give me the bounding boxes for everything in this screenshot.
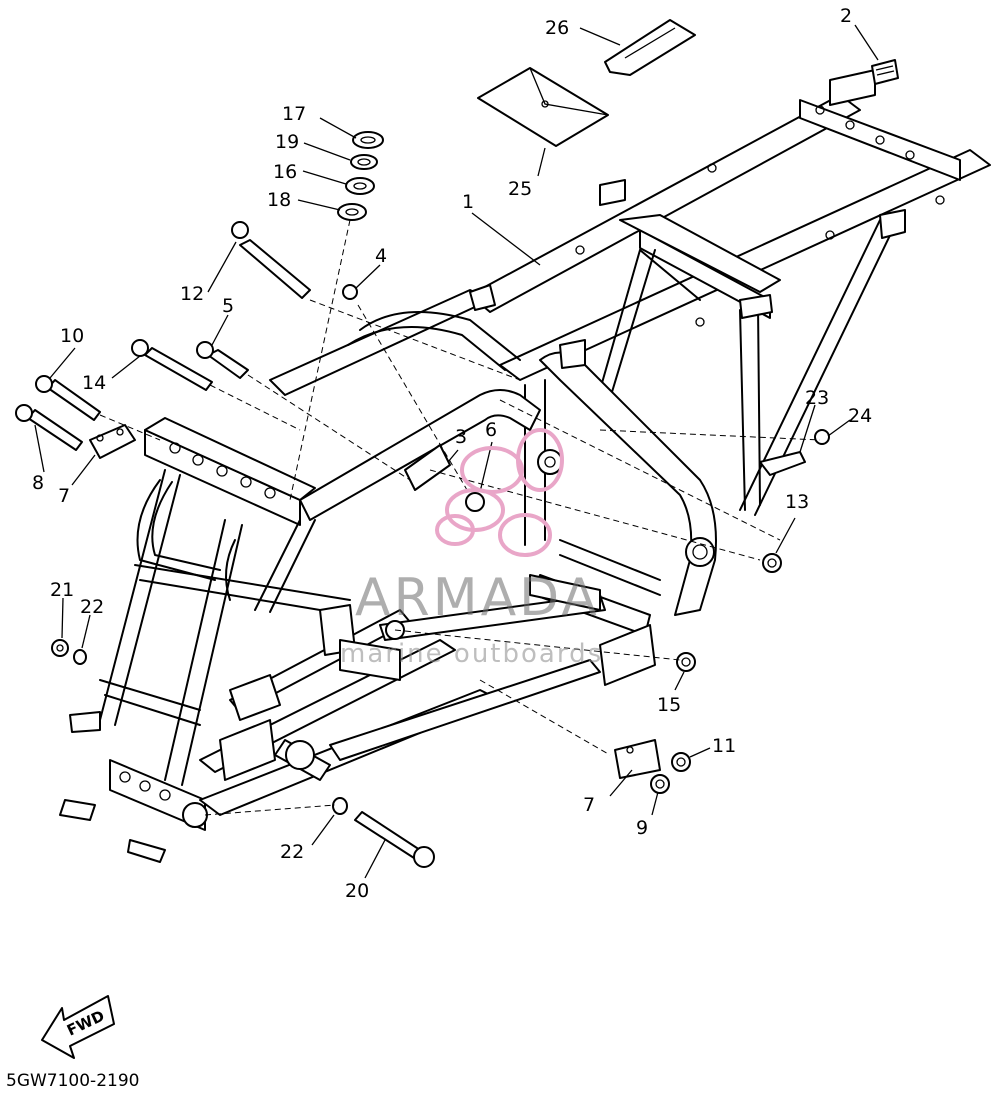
callout-14: 14 <box>82 372 106 394</box>
part-21-nut <box>51 639 69 657</box>
leader-lines <box>34 24 879 879</box>
callout-1: 1 <box>462 191 474 213</box>
callout-11: 11 <box>712 735 736 757</box>
part-26-guard <box>604 19 696 76</box>
callout-21: 21 <box>50 579 74 601</box>
part-19-collar <box>350 154 378 170</box>
part-11-nut <box>671 752 691 772</box>
callout-18: 18 <box>267 189 291 211</box>
callout-3: 3 <box>455 426 467 448</box>
part-6-nut <box>465 492 485 512</box>
callout-9: 9 <box>636 817 648 839</box>
callout-22-lower: 22 <box>280 841 304 863</box>
callout-26: 26 <box>545 17 569 39</box>
part-16-bushing <box>345 177 375 195</box>
part-24-bolt <box>814 429 830 445</box>
part-2-cap <box>871 59 899 85</box>
watermark-brand: ARMADA <box>355 568 600 628</box>
callout-12: 12 <box>180 283 204 305</box>
callout-20: 20 <box>345 880 369 902</box>
callout-19: 19 <box>275 131 299 153</box>
watermark-logo <box>435 428 564 557</box>
part-20-bolt <box>354 811 421 859</box>
callout-5: 5 <box>222 295 234 317</box>
callout-7-right: 7 <box>583 794 595 816</box>
callout-10: 10 <box>60 325 84 347</box>
callout-2: 2 <box>840 5 852 27</box>
part-7-plate-right <box>614 739 661 779</box>
part-23-clip <box>759 451 806 476</box>
callout-23: 23 <box>805 387 829 409</box>
part-17-bushing <box>352 131 384 149</box>
part-7-plate-left <box>89 424 136 459</box>
bolts <box>15 221 311 451</box>
part-15-nut <box>676 652 696 672</box>
part-22-washer-left <box>73 649 87 665</box>
callout-24: 24 <box>848 405 872 427</box>
fwd-arrow: FWD <box>41 995 115 1059</box>
callout-17: 17 <box>282 103 306 125</box>
callout-22-left: 22 <box>80 596 104 618</box>
callout-7-left: 7 <box>58 485 70 507</box>
callout-25: 25 <box>508 178 532 200</box>
drawing-code: 5GW7100-2190 <box>6 1071 139 1091</box>
part-4-bolt <box>342 284 358 300</box>
watermark: ARMADA marine outboards <box>340 428 603 669</box>
part-22-washer-lower <box>332 797 348 815</box>
part-3-plate <box>404 444 451 491</box>
callout-16: 16 <box>273 161 297 183</box>
callout-4: 4 <box>375 245 387 267</box>
callout-13: 13 <box>785 491 809 513</box>
alignment-lines <box>99 219 821 816</box>
callouts: 1 2 3 4 5 6 7 7 8 9 10 11 12 13 14 15 16… <box>32 5 872 902</box>
part-18-collar <box>337 203 367 221</box>
part-9-nut <box>650 774 670 794</box>
callout-15: 15 <box>657 694 681 716</box>
callout-8: 8 <box>32 472 44 494</box>
callout-6: 6 <box>485 419 497 441</box>
watermark-tagline: marine outboards <box>340 639 603 669</box>
part-13-nut <box>762 553 782 573</box>
